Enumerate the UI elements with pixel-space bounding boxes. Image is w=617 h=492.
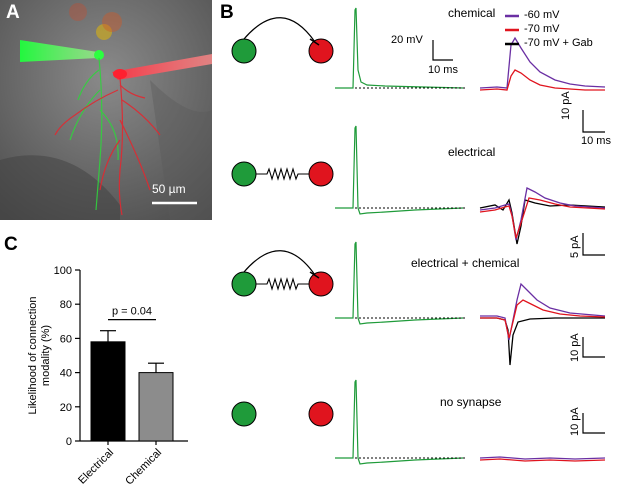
row-label-electrical: electrical [448, 145, 496, 159]
panel-a-letter: A [6, 2, 20, 23]
current-elec-scalebar [582, 233, 605, 256]
current-both-v-label: 10 pA [569, 333, 581, 362]
voltage-scalebar-t-label: 10 ms [428, 64, 458, 76]
trace-minus60 [479, 36, 606, 89]
legend-label-minus60: -60 mV [524, 9, 560, 21]
bar-electrical [90, 341, 126, 442]
trace-minus70 [479, 69, 605, 91]
panel-b-letter: B [220, 2, 234, 23]
gap-junction-spring [256, 277, 309, 291]
pre-cell [231, 401, 257, 427]
bar-chemical [138, 372, 174, 442]
x-tick-label: Chemical [123, 447, 164, 488]
current-elec-v-label: 5 pA [569, 235, 581, 258]
row-electrical [231, 125, 606, 245]
pre-cell [231, 38, 257, 64]
panel-c-letter: C [4, 234, 18, 255]
pre-cell [231, 271, 257, 297]
presynaptic-spike [335, 241, 464, 325]
presynaptic-spike [335, 125, 464, 215]
red-pipette [112, 54, 212, 80]
red-cell-body [113, 69, 127, 79]
y-tick-label: 40 [60, 368, 72, 380]
current-chem-scalebar [582, 110, 605, 133]
trace-minus70 [480, 299, 606, 339]
trace-minus60 [479, 456, 606, 460]
post-cell [308, 401, 334, 427]
green-pipette [20, 40, 98, 62]
current-chem-v-label: 10 pA [560, 91, 572, 120]
row-chemical [231, 7, 606, 91]
gap-junction-spring [256, 167, 309, 181]
trace-minus70 [479, 197, 606, 239]
x-tick-label: Electrical [76, 447, 116, 487]
chemical-synapse-arc [243, 250, 316, 276]
row-electrical-chemical [231, 241, 606, 366]
post-cell [308, 161, 334, 187]
trace-gab [479, 198, 606, 245]
a-scalebar-label: 50 µm [152, 182, 186, 196]
trace-minus60 [480, 282, 606, 341]
green-cell-body [94, 50, 104, 60]
current-chem-t-label: 10 ms [581, 135, 611, 147]
p-value-label: p = 0.04 [112, 306, 152, 318]
voltage-scalebar [432, 40, 453, 61]
current-none-scalebar [582, 413, 605, 434]
row-label-no-synapse: no synapse [440, 395, 502, 409]
legend-label-minus70: -70 mV [524, 23, 560, 35]
y-tick-label: 80 [60, 299, 72, 311]
current-both-scalebar [582, 337, 605, 358]
row-no-synapse [231, 379, 606, 465]
micrograph [0, 0, 212, 220]
trace-minus70 [479, 458, 606, 462]
presynaptic-spike [335, 379, 464, 465]
chemical-synapse-arc [243, 17, 316, 43]
row-label-chemical: chemical [448, 6, 496, 20]
presynaptic-spike [335, 7, 464, 89]
trace-gab [480, 317, 605, 366]
y-tick-label: 20 [60, 402, 72, 414]
y-tick-label: 0 [66, 436, 72, 448]
pre-cell [231, 161, 257, 187]
y-tick-label: 60 [60, 333, 72, 345]
current-none-v-label: 10 pA [569, 407, 581, 436]
voltage-scalebar-v-label: 20 mV [391, 34, 423, 46]
trace-minus60 [479, 187, 606, 241]
y-tick-label: 100 [54, 265, 72, 277]
post-cell [308, 271, 334, 297]
legend [505, 14, 519, 46]
post-cell [308, 38, 334, 64]
legend-label-gab: -70 mV + Gab [524, 37, 593, 49]
y-axis-label: Likelihood of connectionmodality (%) [27, 296, 52, 414]
row-label-electrical-chemical: electrical + chemical [411, 256, 520, 270]
panel-b [231, 7, 606, 465]
